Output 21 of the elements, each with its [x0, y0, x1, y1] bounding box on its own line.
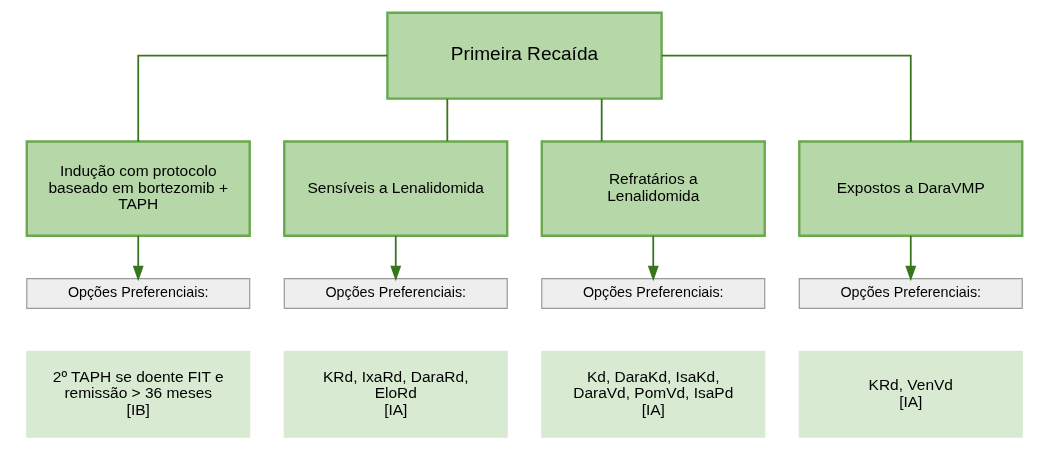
connector [660, 54, 912, 143]
node-box: Indução com protocolo baseado em bortezomib + TAPH [25, 140, 251, 237]
node-box: Refratários a Lenalidomida [540, 140, 766, 237]
connector [446, 97, 449, 142]
connector [600, 97, 603, 142]
node-box: Opções Preferenciais: [283, 278, 508, 310]
node-box: Sensíveis a Lenalidomida [283, 140, 509, 237]
node-box: Opções Preferenciais: [798, 278, 1023, 310]
node-box: KRd, IxaRd, DaraRd, EloRd [IA] [283, 350, 508, 438]
arrow [390, 234, 402, 282]
arrow [905, 234, 917, 282]
node-box: Expostos a DaraVMP [798, 140, 1024, 237]
arrow [647, 234, 659, 282]
node-box: 2º TAPH se doente FIT e remissão > 36 meses [IB] [26, 350, 251, 438]
arrow [132, 234, 144, 282]
node-box: Kd, DaraKd, IsaKd, DaraVd, PomVd, IsaPd [IA] [541, 350, 766, 438]
node-box: KRd, VenVd [IA] [798, 350, 1023, 438]
node-box: Opções Preferenciais: [541, 278, 766, 310]
connector [137, 54, 389, 143]
node-box: Primeira Recaída [386, 11, 663, 100]
node-box: Opções Preferenciais: [26, 278, 251, 310]
